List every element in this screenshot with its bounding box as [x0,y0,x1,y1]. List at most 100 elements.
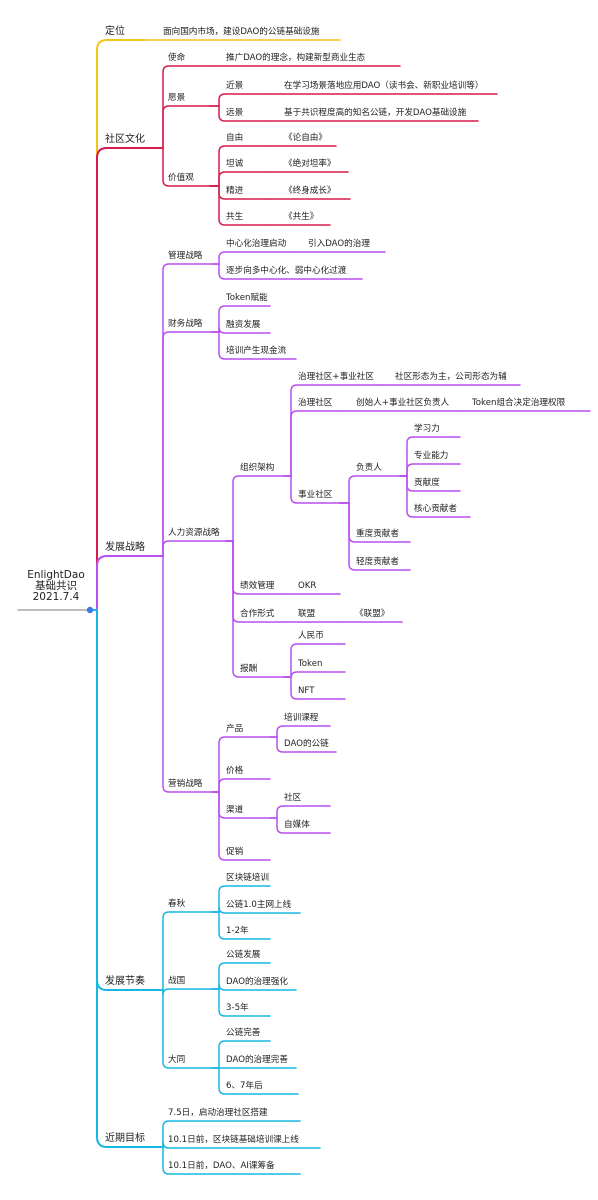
connector-zl_sy [283,384,381,477]
node-sysq[interactable]: 事业社区 [298,490,333,500]
node-peixun_xj[interactable]: 培训产生现金流 [226,346,287,356]
node-zl_sy_v[interactable]: 社区形态为主，公司形态为辅 [395,372,507,382]
node-jingjin[interactable]: 精进 [226,186,244,196]
node-zdgx[interactable]: 重度贡献者 [356,529,399,539]
node-qkl_px[interactable]: 区块链培训 [226,873,269,883]
node-y35[interactable]: 3-5年 [226,1003,249,1013]
node-dao_zlqh[interactable]: DAO的治理强化 [226,977,288,987]
node-dao_zlws[interactable]: DAO的治理完善 [226,1055,288,1065]
node-jinqi[interactable]: 近期目标 [105,1133,145,1144]
node-renli[interactable]: 人力资源战略 [168,528,220,538]
connector-baochou [225,540,285,678]
connector-zimeiti [269,817,331,834]
node-m75[interactable]: 7.5日，启动治理社区搭建 [168,1108,268,1118]
node-m101a[interactable]: 10.1日前，区块链基础培训课上线 [168,1135,299,1145]
node-zhongxin_v[interactable]: 引入DAO的治理 [308,239,370,249]
node-dingwei_v[interactable]: 面向国内市场，建设DAO的公链基础设施 [163,27,320,37]
node-shequ[interactable]: 社区文化 [105,134,145,145]
node-jingjin_v[interactable]: 《终身成长》 [284,186,336,196]
connector-zynl [399,463,461,477]
node-gongsheng_v[interactable]: 《共生》 [284,212,319,222]
node-hezuo[interactable]: 合作形式 [240,609,275,619]
node-yuanjing2_v[interactable]: 基于共识程度高的知名公链，开发DAO基础设施 [284,108,467,118]
node-yuanjing2[interactable]: 远景 [226,108,244,118]
node-jiage[interactable]: 价格 [226,766,244,776]
connector-rmb [283,643,346,678]
connector-xxl [399,436,461,477]
connector-hxgx [399,475,471,518]
node-zynl[interactable]: 专业能力 [414,451,449,461]
node-tancheng[interactable]: 坦诚 [226,159,244,169]
node-y67[interactable]: 6、7年后 [226,1081,263,1091]
connector-peixun_xj [211,331,297,360]
connector-guanli [159,263,213,557]
node-okr[interactable]: OKR [298,581,317,591]
node-nft[interactable]: NFT [298,686,315,696]
node-gl10[interactable]: 公链1.0主网上线 [226,900,292,910]
node-jiazhi[interactable]: 价值观 [168,173,194,183]
node-gxd[interactable]: 贡献度 [414,478,440,488]
node-hxgx[interactable]: 核心贡献者 [414,504,457,514]
node-y12[interactable]: 1-2年 [226,926,249,936]
node-token[interactable]: Token [298,659,323,669]
node-qudao[interactable]: 渠道 [226,805,244,815]
node-xxl[interactable]: 学习力 [414,424,440,434]
node-caiwu[interactable]: 财务战略 [168,319,203,329]
node-lianmeng[interactable]: 联盟 [298,609,316,619]
node-yuanjing[interactable]: 愿景 [168,93,186,103]
node-ziyou_v[interactable]: 《论自由》 [284,133,327,143]
node-daogl[interactable]: DAO的公链 [284,739,329,749]
node-zl_sy[interactable]: 治理社区+事业社区 [298,372,374,382]
node-datong[interactable]: 大同 [168,1055,186,1065]
node-rmb[interactable]: 人民币 [298,631,324,641]
connector-m101b [159,1146,301,1175]
node-glws[interactable]: 公链完善 [226,1028,261,1038]
node-zlsq_v[interactable]: 创始人+事业社区负责人 [356,398,450,408]
node-ziyou[interactable]: 自由 [226,133,244,143]
node-lianmeng_v[interactable]: 《联盟》 [355,609,390,619]
node-token_fn[interactable]: Token赋能 [226,293,268,303]
node-tancheng_v[interactable]: 《绝对坦率》 [284,159,336,169]
node-gongsheng[interactable]: 共生 [226,212,244,222]
node-m101b[interactable]: 10.1日前，DAO、AI课筹备 [168,1161,275,1171]
node-baochou[interactable]: 报酬 [240,664,258,674]
node-jixiao[interactable]: 绩效管理 [240,581,275,591]
node-zimeiti[interactable]: 自媒体 [284,820,310,830]
node-chanpin[interactable]: 产品 [226,724,244,734]
node-zhanguo[interactable]: 战国 [168,976,186,986]
node-dingwei[interactable]: 定位 [105,26,125,37]
node-zlsq_v2[interactable]: Token组合决定治理权限 [472,398,566,408]
node-shiming_v[interactable]: 推广DAO的理念，构建新型商业生态 [226,53,366,63]
node-glfz[interactable]: 公链发展 [226,950,261,960]
node-guanli[interactable]: 管理战略 [168,251,203,261]
node-cuxiao[interactable]: 促销 [226,847,244,857]
node-zlsq[interactable]: 治理社区 [298,398,333,408]
node-fzr[interactable]: 负责人 [356,463,382,473]
connector-gl10 [211,906,301,914]
node-shiming[interactable]: 使命 [168,53,186,63]
node-jinjing_v[interactable]: 在学习场景落地应用DAO（读书会、新职业培训等） [284,81,484,91]
node-shequ2[interactable]: 社区 [284,793,302,803]
node-yingxiao[interactable]: 营销战略 [168,779,203,789]
connector-rongzi [211,326,271,334]
root-date: 2021.7.4 [32,591,80,603]
node-zuzhi[interactable]: 组织架构 [240,463,275,473]
connector-glws [211,1040,271,1069]
node-zhongxin[interactable]: 中心化治理启动 [226,239,287,249]
root-topic[interactable]: EnlightDao 基础共识 2021.7.4 [22,570,90,603]
connector-y35 [211,988,271,1017]
node-fazhan[interactable]: 发展战略 [105,542,145,553]
connector-glfz [211,962,271,990]
node-qdgx[interactable]: 轻度贡献者 [356,557,399,567]
connector-y12 [211,911,271,940]
node-zhubu[interactable]: 逐步向多中心化、弱中心化过渡 [226,266,347,276]
connector-m75 [159,1120,301,1148]
node-jiezou[interactable]: 发展节奏 [105,976,145,987]
branch-fazhan [89,555,161,611]
node-pxkc[interactable]: 培训课程 [284,713,319,723]
node-chunqiu[interactable]: 春秋 [168,899,186,909]
node-jinjing[interactable]: 近景 [226,81,244,91]
node-rongzi[interactable]: 融资发展 [226,320,261,330]
